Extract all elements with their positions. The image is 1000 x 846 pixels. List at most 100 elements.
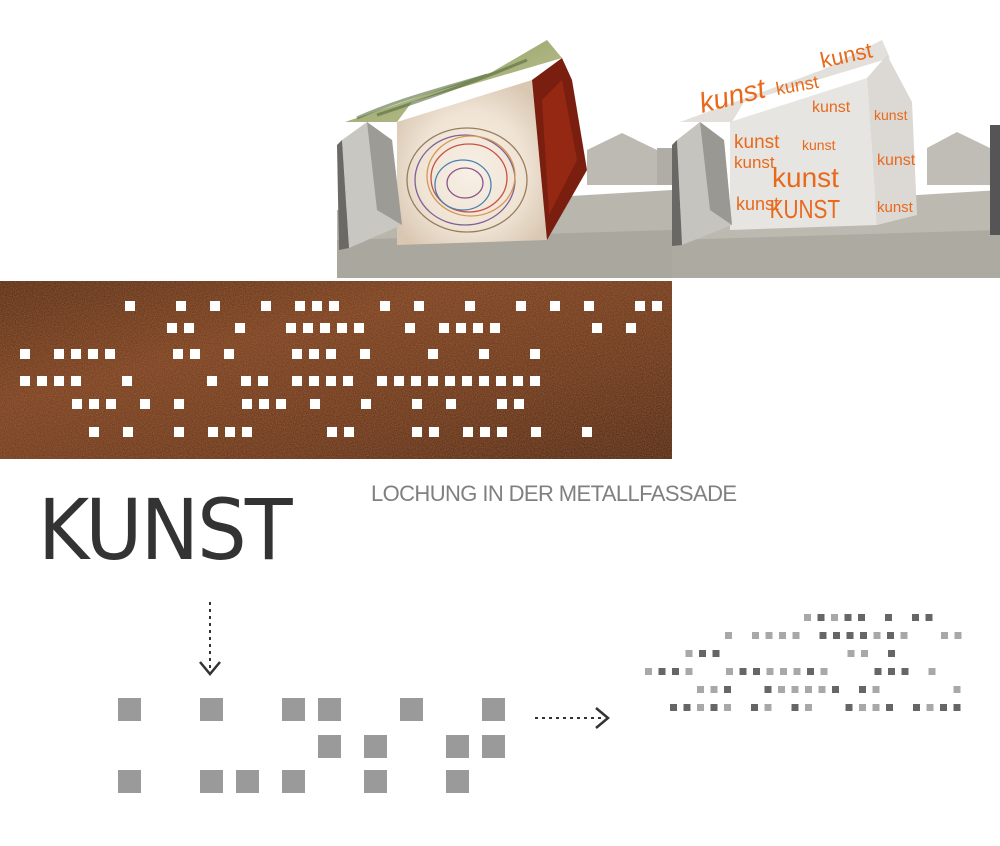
facade-pattern-preview [645,614,962,711]
perforation-square [953,704,961,711]
perforation-square [312,301,322,311]
svg-text:kunst: kunst [812,99,851,116]
perforation-square [258,376,268,386]
perforation-square [428,349,438,359]
perforation-square [685,668,693,675]
perforation-square [550,301,560,311]
perforation-square [670,704,677,711]
perforation-square [89,399,99,409]
perforation-square [465,301,475,311]
perforation-square [122,376,132,386]
perforation-square [791,704,799,711]
perforation-square [364,735,387,758]
perforation-square [531,427,541,437]
svg-text:kunst: kunst [772,162,839,193]
perforation-square [105,349,115,359]
svg-text:kunst: kunst [877,199,914,216]
perforation-square [176,301,186,311]
perforation-square [859,686,866,693]
perforation-square [479,349,489,359]
perforation-square [282,770,305,793]
perforation-square [804,614,811,621]
house-model-art-photo [337,40,672,278]
perforation-square [377,376,387,386]
perforation-square [412,427,422,437]
svg-text:kunst: kunst [734,132,780,153]
perforation-square [89,427,99,437]
encoding-diagram [118,602,962,793]
perforation-square [928,668,936,675]
perforation-square [282,698,305,721]
perforation-square [764,704,772,711]
perforation-square [207,376,217,386]
svg-text:KUNST: KUNST [770,195,840,224]
perforation-square [360,349,370,359]
perforation-square [726,668,733,675]
perforation-square [887,632,894,639]
perforation-square [200,698,223,721]
perforation-square [174,427,184,437]
perforation-square [20,349,30,359]
perforation-square [926,704,934,711]
perforation-square [885,614,892,621]
perforation-square [482,735,505,758]
perforation-square [394,376,404,386]
perforation-square [954,632,962,639]
perforation-square [819,632,827,639]
rust-facade-panel [0,281,672,459]
perforation-square [456,323,466,333]
perforation-square [174,399,184,409]
perforation-square [872,686,880,693]
perforation-square [259,399,269,409]
perforation-square [725,632,732,639]
perforation-square [329,301,339,311]
perforation-square [953,686,961,693]
perforation-square [54,349,64,359]
perforation-square [780,668,787,675]
perforation-square [753,668,760,675]
perforation-square [412,399,422,409]
perforation-square [724,686,731,693]
perforation-square [724,704,731,711]
perforation-square [446,399,456,409]
perforation-square [497,399,507,409]
perforation-square [712,650,720,657]
perforation-square [672,668,679,675]
perforation-square [473,323,483,333]
word-kunst: KUNST [38,481,293,579]
perforation-square [940,704,947,711]
perforation-square [414,301,424,311]
perforation-square [210,301,220,311]
perforation-square [118,698,141,721]
perforation-square [833,632,840,639]
perforation-square [303,323,313,333]
perforation-square [167,323,177,333]
perforation-square [831,614,838,621]
perforation-square [292,349,302,359]
perforation-square [118,770,141,793]
perforation-square [818,686,826,693]
perforation-square [913,704,920,711]
perforation-square [699,650,706,657]
perforation-square [446,770,469,793]
perforation-square [805,704,812,711]
perforation-square [71,376,81,386]
perforation-square [445,376,455,386]
perforation-square [326,349,336,359]
perforation-square [872,704,880,711]
perforation-square [125,301,135,311]
perforation-square [685,650,693,657]
perforation-square [778,686,785,693]
perforation-square [106,399,116,409]
perforation-square [439,323,449,333]
perforation-square [261,301,271,311]
perforation-square [530,376,540,386]
perforation-square [292,376,302,386]
caption-perforation: LOCHUNG IN DER METALLFASSADE [371,481,737,506]
perforation-square [497,427,507,437]
perforation-square [765,632,773,639]
perforation-square [592,323,602,333]
perforation-square [861,650,868,657]
perforation-square [463,427,473,437]
perforation-square [337,323,347,333]
